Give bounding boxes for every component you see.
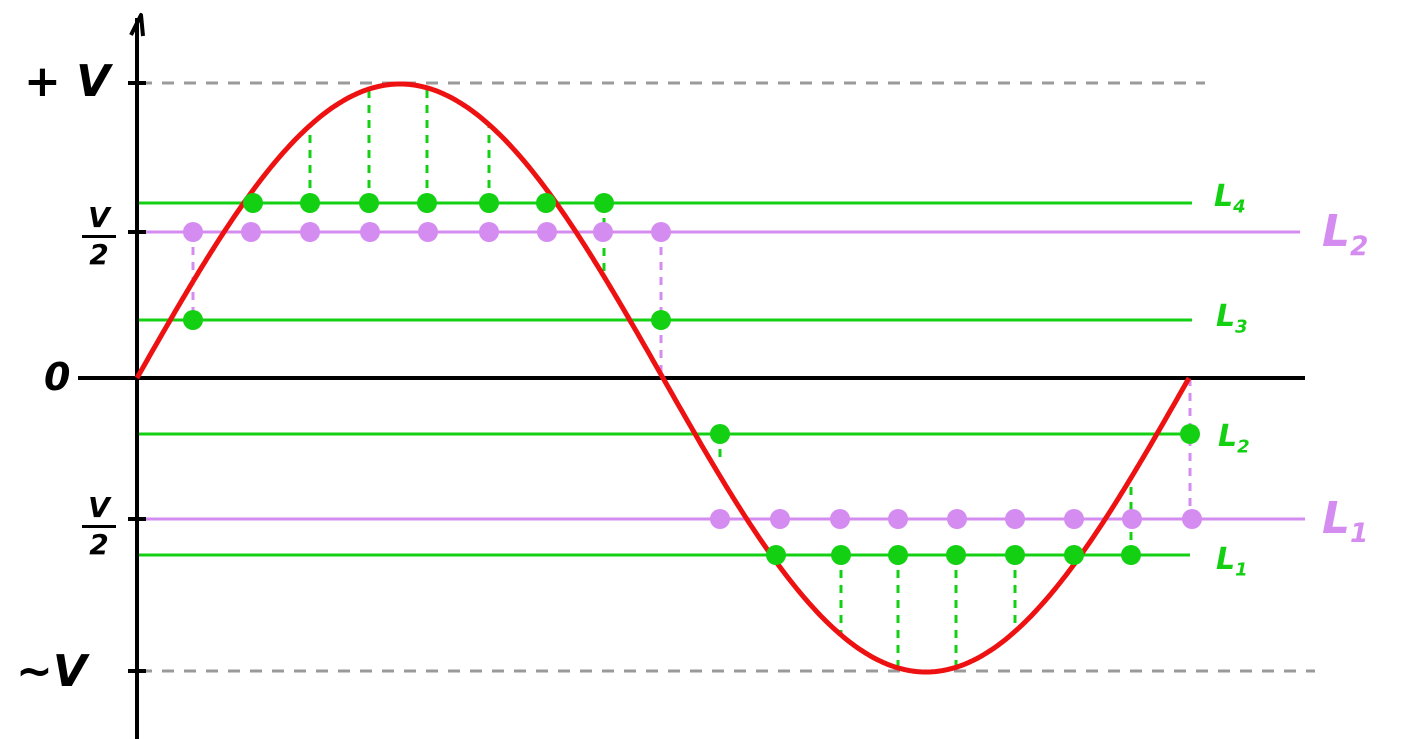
sample-point xyxy=(830,509,850,529)
half-v-bottom-label: V 2 xyxy=(82,494,116,559)
sample-point xyxy=(537,222,557,242)
sample-point xyxy=(1005,545,1025,565)
sample-point xyxy=(536,193,556,213)
sample-point xyxy=(831,545,851,565)
sample-point xyxy=(710,509,730,529)
sample-point xyxy=(479,222,499,242)
sample-point xyxy=(360,222,380,242)
sample-point xyxy=(241,222,261,242)
sample-point xyxy=(710,424,730,444)
sample-point xyxy=(183,310,203,330)
sample-point xyxy=(651,222,671,242)
sample-point xyxy=(300,222,320,242)
sample-point xyxy=(243,193,263,213)
sample-point xyxy=(1121,545,1141,565)
plus-v-label: + V xyxy=(24,56,111,107)
sample-point xyxy=(1064,509,1084,529)
sample-point xyxy=(888,545,908,565)
y-axis-arrow xyxy=(129,13,145,37)
minus-v-label: ~V xyxy=(16,646,87,697)
half-v-top-label: V 2 xyxy=(82,204,116,269)
level-label-l2-lower: L2 xyxy=(1218,419,1250,458)
level-label-l3: L3 xyxy=(1216,299,1248,338)
sample-point xyxy=(946,545,966,565)
sample-point xyxy=(1182,509,1202,529)
sample-point xyxy=(651,310,671,330)
half-v-top-numerator: V xyxy=(88,201,110,234)
sample-point xyxy=(417,193,437,213)
sample-point xyxy=(766,545,786,565)
zero-label: 0 xyxy=(44,355,71,399)
sample-point xyxy=(947,509,967,529)
sample-point xyxy=(479,193,499,213)
sample-point xyxy=(593,222,613,242)
fraction-bar xyxy=(82,235,116,238)
half-v-bottom-numerator: V xyxy=(88,491,110,524)
level-label-l1-lower: L1 xyxy=(1216,542,1248,581)
sample-point xyxy=(888,509,908,529)
level-label-l2-upper: L2 xyxy=(1322,206,1369,263)
level-label-l1-upper: L1 xyxy=(1322,493,1369,550)
sample-point xyxy=(770,509,790,529)
sample-point xyxy=(418,222,438,242)
half-v-top-denominator: 2 xyxy=(89,238,109,271)
sample-point xyxy=(300,193,320,213)
sample-point xyxy=(594,193,614,213)
sample-point xyxy=(1122,509,1142,529)
sample-point xyxy=(1064,545,1084,565)
level-label-l4: L4 xyxy=(1214,179,1246,218)
sample-point xyxy=(359,193,379,213)
sample-point xyxy=(1180,424,1200,444)
sample-points xyxy=(183,193,1202,565)
sample-point xyxy=(183,222,203,242)
half-v-bottom-denominator: 2 xyxy=(89,528,109,561)
fraction-bar xyxy=(82,525,116,528)
sine-wave xyxy=(134,81,1192,675)
sample-point xyxy=(1005,509,1025,529)
